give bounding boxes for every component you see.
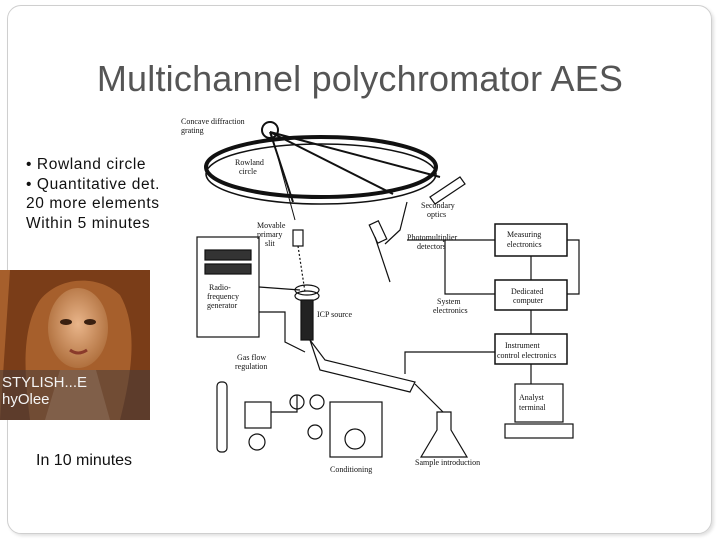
album-text-line2: hyOlee [2, 391, 50, 408]
bullet-time: Within 5 minutes [26, 214, 151, 232]
icp-coil-icon [294, 284, 320, 296]
label-sample: Sample introduction [415, 458, 480, 467]
rf-display-2 [204, 263, 252, 275]
label-slit-3: slit [265, 239, 276, 248]
link-rf-torch [259, 311, 306, 353]
label-slit-1: Movable [257, 221, 286, 230]
conditioning-box [329, 401, 383, 458]
label-computer-1: Dedicated [511, 287, 543, 296]
slit-icon [292, 229, 304, 247]
beam-2 [269, 131, 394, 195]
caption-time: In 10 minutes [36, 452, 133, 469]
slide-title: Multichannel polychromator AES [96, 58, 624, 99]
label-gasflow-1: Gas flow [237, 353, 266, 362]
label-system-2: electronics [433, 306, 468, 315]
bullet-rowland: • Rowland circle [26, 156, 147, 173]
label-pmt-2: detectors [417, 242, 446, 251]
label-instrument-2: control electronics [497, 351, 556, 360]
gas-gauge-3 [309, 394, 325, 410]
label-system-1: System [437, 297, 461, 306]
rf-lead [258, 286, 301, 291]
spray-chamber-icon [309, 339, 416, 393]
label-analyst-2: terminal [519, 403, 546, 412]
link-gas-panel [271, 395, 298, 413]
label-conditioning: Conditioning [330, 465, 372, 474]
slide-frame [7, 5, 712, 534]
sample-flask-icon [419, 411, 469, 458]
label-grating-1: Concave diffraction [181, 117, 245, 126]
gas-panel-icon [244, 401, 272, 429]
sample-tube [414, 383, 444, 413]
label-pmt-1: Photomultiplier [407, 233, 458, 242]
gas-cylinder-icon [216, 381, 228, 453]
beam-4 [270, 131, 296, 221]
album-cover-photo: STYLISH...E hyOlee [0, 270, 150, 420]
link-right-bus [567, 239, 580, 295]
rowland-circle-base [205, 143, 437, 205]
bullet-elements: 20 more elements [26, 195, 160, 212]
album-text-line1: STYLISH...E [2, 374, 87, 391]
bullet-list: • Rowland circle • Quantitative det. 20 … [26, 155, 160, 233]
rf-display [204, 249, 252, 261]
gas-gauge-1 [248, 433, 266, 451]
label-grating-2: grating [181, 126, 204, 135]
label-computer-2: computer [513, 296, 544, 305]
label-rowland-2: circle [239, 167, 257, 176]
pmt-lead-2 [384, 201, 408, 245]
label-measuring-2: electronics [507, 240, 542, 249]
label-rowland-1: Rowland [235, 158, 264, 167]
terminal-keyboard-icon [504, 423, 574, 439]
conditioning-icon [344, 428, 366, 450]
label-icp: ICP source [317, 310, 352, 319]
diffraction-grating-icon [261, 121, 279, 139]
album-cover-art: STYLISH...E hyOlee [0, 270, 150, 420]
label-secondary-2: optics [427, 210, 446, 219]
label-measuring-1: Measuring [507, 230, 541, 239]
link-computer-system [444, 240, 495, 295]
bullet-quantitative: • Quantitative det. [26, 175, 161, 193]
icp-torch-icon [300, 299, 314, 341]
label-gasflow-2: regulation [235, 362, 267, 371]
terminal-monitor-icon [514, 383, 564, 423]
label-rf-1: Radio- [209, 283, 231, 292]
label-slit-2: primary [257, 230, 282, 239]
label-instrument-1: Instrument [505, 341, 540, 350]
label-analyst-1: Analyst [519, 393, 545, 402]
pmt-lead [374, 236, 391, 283]
rowland-circle-rim [204, 135, 438, 199]
beam-3 [269, 131, 441, 178]
label-rf-2: frequency [207, 292, 239, 301]
secondary-optics-icon [429, 176, 466, 205]
pmt-icon [368, 220, 388, 244]
label-rf-3: generator [207, 301, 238, 310]
gas-gauge-4 [307, 424, 323, 440]
icp-polychromator-diagram: Concave diffraction grating Rowland circ… [181, 117, 580, 474]
link-instrument-spray [404, 351, 495, 374]
label-secondary-1: Secondary [421, 201, 455, 210]
